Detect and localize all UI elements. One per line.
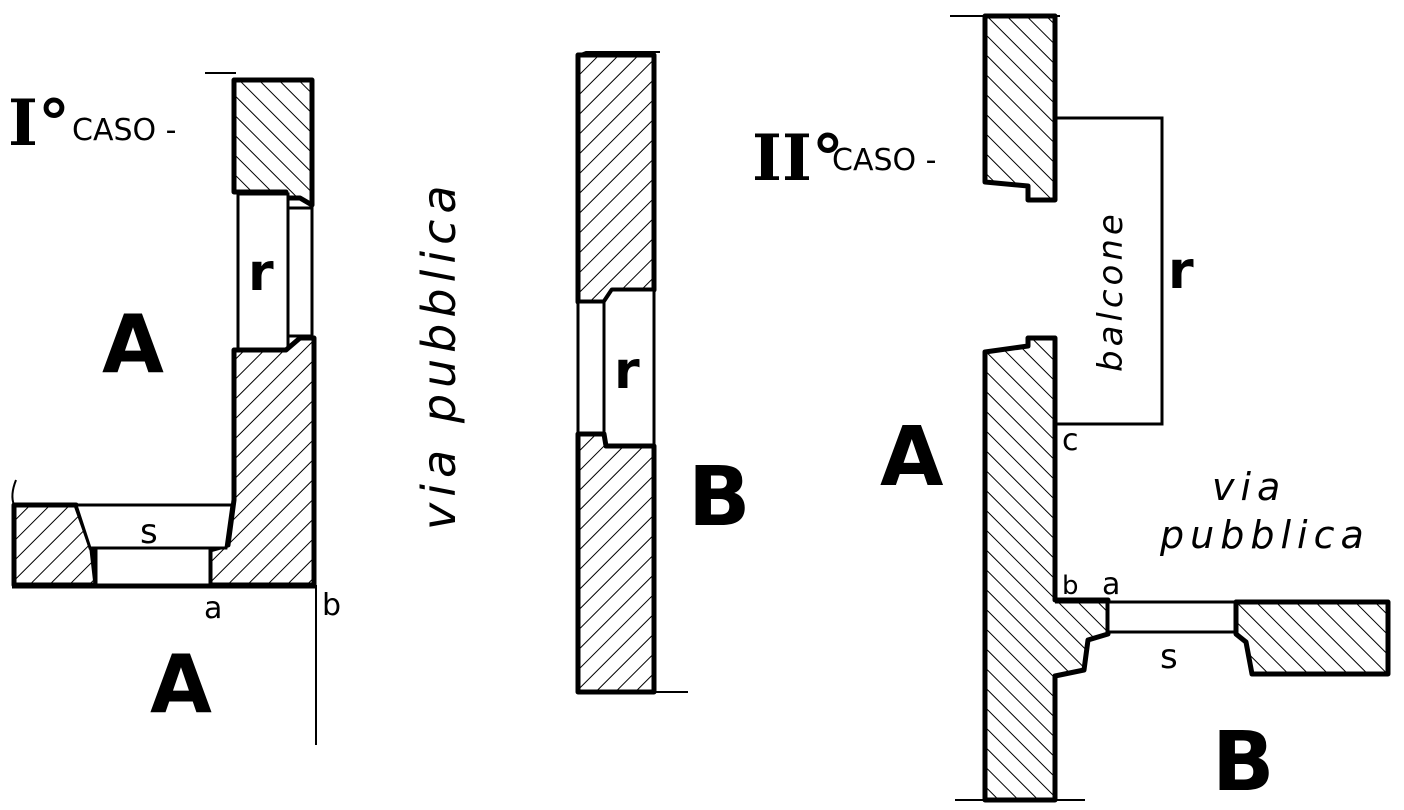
case-1-room-label: A: [102, 298, 164, 391]
case-1-point-a: a: [204, 591, 222, 626]
case-2-wall-right: [1233, 599, 1391, 677]
case-2-window-label: r: [1168, 241, 1194, 301]
case-2-numeral: II°: [752, 121, 844, 196]
street-label-left: via pubblica: [412, 179, 466, 530]
case-1-door-threshold: [94, 546, 212, 587]
case-1-wall-left-curl: [11, 479, 17, 506]
case-1-group: I° CASO - r s a b A A: [8, 72, 341, 745]
case-2-street-line1: via: [1212, 465, 1286, 509]
case-1-wall-upper: [231, 77, 315, 208]
middle-wall-group: r B: [575, 51, 751, 695]
case-2-title: CASO -: [832, 143, 937, 178]
middle-room-label: B: [688, 450, 751, 545]
case-2-door-label: s: [1160, 637, 1178, 677]
case-2-wall-lower: [982, 335, 1111, 803]
case-1-door-label: s: [140, 512, 158, 552]
case-1-title: CASO -: [72, 113, 177, 148]
middle-window-outer: [576, 300, 606, 436]
case-2-door-s: [1106, 600, 1238, 634]
middle-wall-upper: [575, 52, 657, 305]
case-1-numeral: I°: [8, 86, 70, 161]
case-2-wall-upper: [982, 13, 1058, 203]
case-2-group: II° CASO - balcone r s c b a via pubblic…: [752, 13, 1391, 810]
case-2-street-line2: pubblica: [1159, 513, 1370, 557]
case-2-room-label: A: [880, 410, 944, 505]
case-1-lower-label: A: [150, 638, 212, 731]
case-1-door-s: [73, 503, 234, 550]
case-2-point-a: a: [1102, 567, 1120, 602]
case-1-window-reveal: [286, 206, 314, 338]
case-2-balcony-label: balcone: [1091, 210, 1131, 372]
middle-wall-lower: [575, 431, 657, 695]
middle-window-label: r: [614, 341, 640, 401]
case-1-point-b: b: [322, 588, 341, 623]
case-2-lower-label: B: [1212, 715, 1275, 810]
case-1-window-label: r: [248, 243, 274, 303]
case-2-point-b: b: [1062, 571, 1079, 601]
case-2-point-c: c: [1062, 423, 1079, 458]
case-2-balcony-outline: [1055, 116, 1164, 426]
